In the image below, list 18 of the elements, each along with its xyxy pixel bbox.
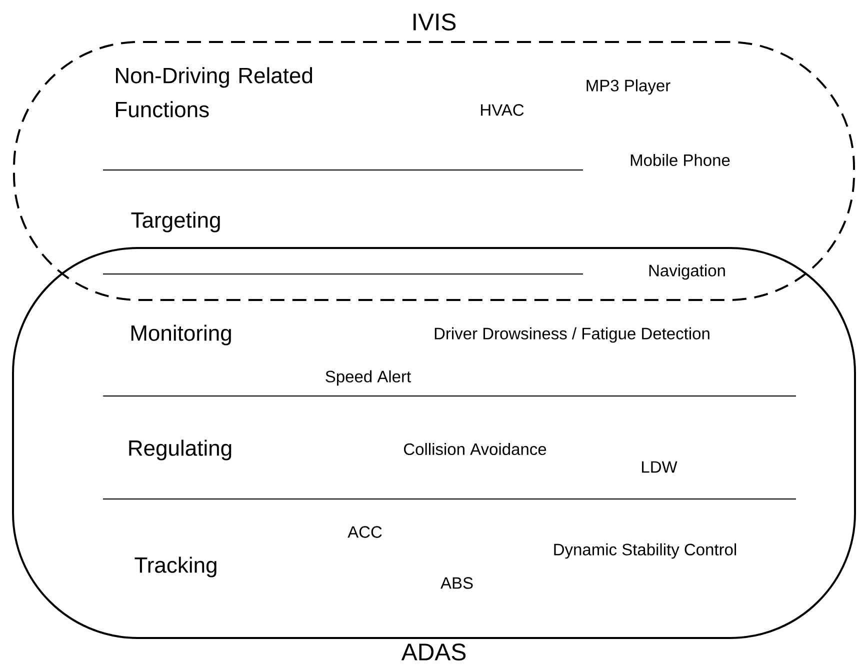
function-label: HVAC	[481, 104, 524, 116]
function-label: Collision Avoidance	[404, 442, 546, 456]
region-heading: ADAS	[401, 644, 466, 660]
function-label: Navigation	[649, 264, 725, 280]
category-label: Regulating	[129, 440, 232, 460]
category-label: Non-Driving Related Functions	[116, 67, 312, 118]
function-label: ABS	[440, 577, 473, 589]
category-label: Monitoring	[131, 324, 231, 346]
function-label: MP3 Player	[586, 79, 670, 95]
function-label: LDW	[642, 461, 678, 473]
function-label: Dynamic Stability Control	[554, 543, 736, 559]
category-label: Targeting	[131, 212, 220, 232]
function-label: Driver Drowsiness / Fatigue Detection	[434, 327, 710, 343]
category-label: Tracking	[134, 556, 216, 578]
function-label: Mobile Phone	[630, 154, 730, 166]
function-label: Speed Alert	[326, 370, 411, 386]
region-heading: IVIS	[414, 14, 456, 30]
function-label: ACC	[348, 526, 382, 538]
